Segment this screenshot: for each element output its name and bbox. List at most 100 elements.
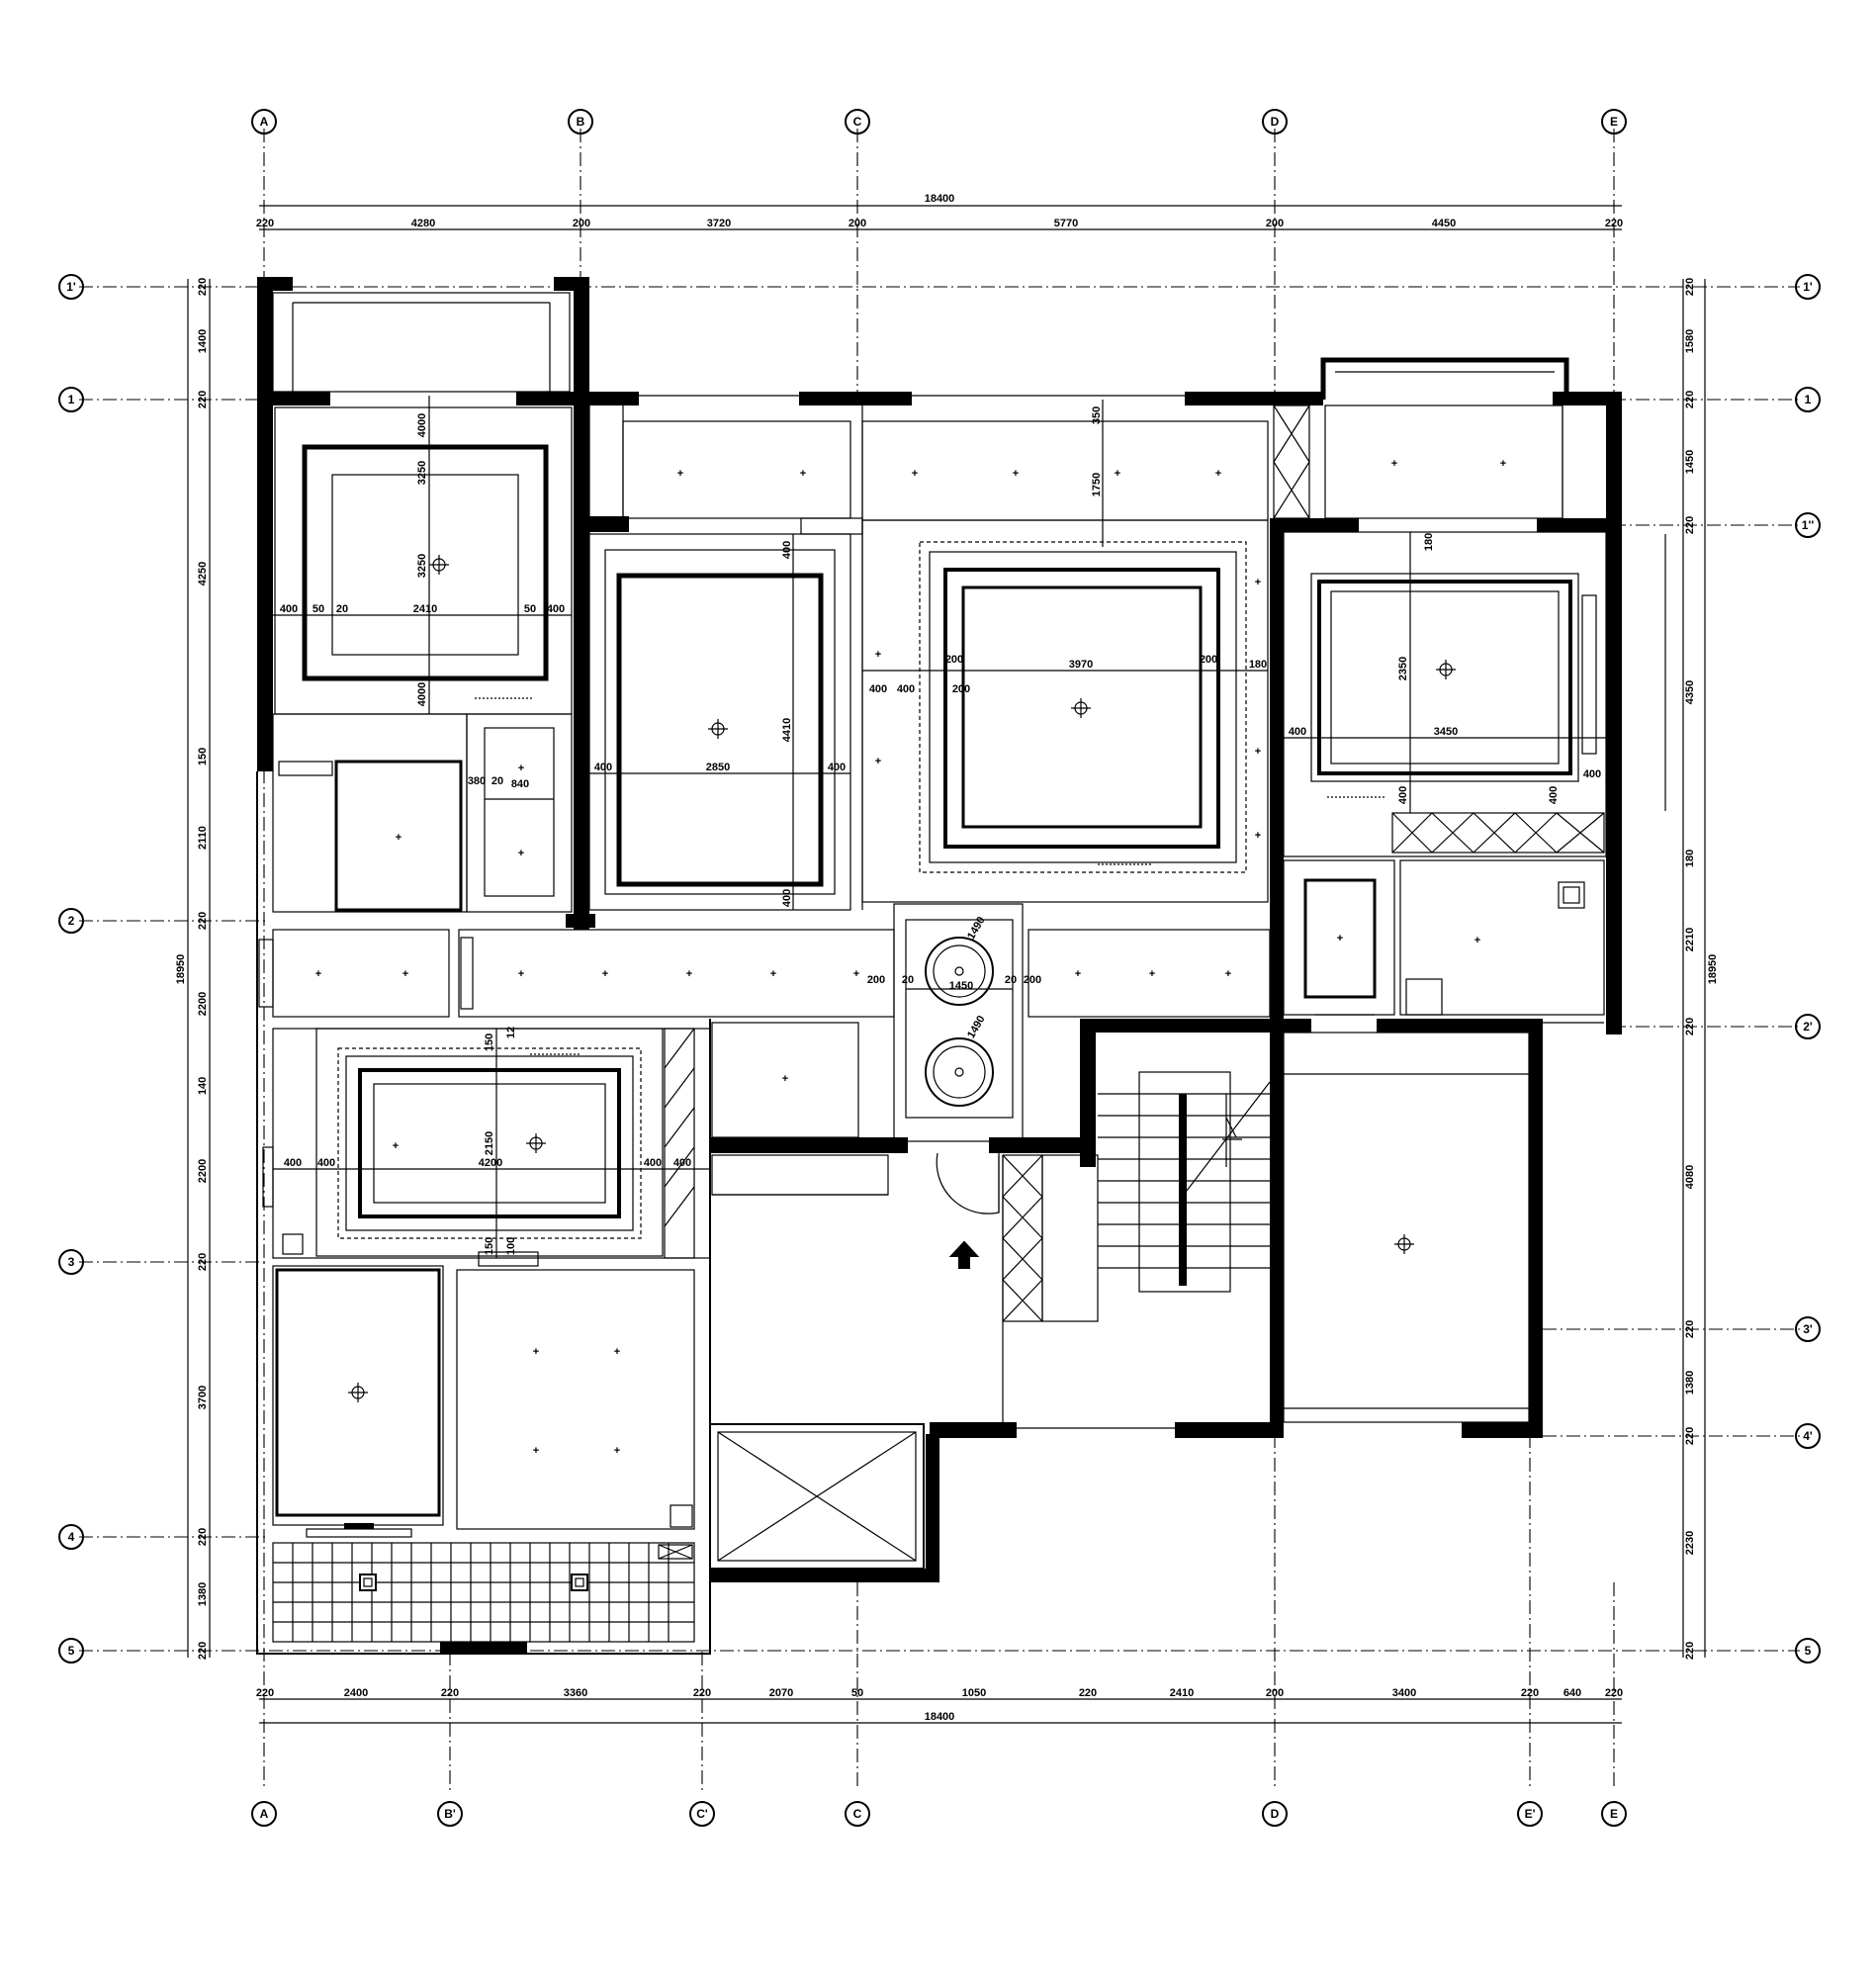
svg-text:+: + <box>1255 746 1261 758</box>
axis-label: 5 <box>68 1644 75 1658</box>
dimension: 3400 <box>1392 1687 1416 1699</box>
dimension: 50 <box>851 1687 863 1699</box>
svg-text:+: + <box>518 968 524 980</box>
dimension: 220 <box>256 218 274 229</box>
dimension: 840 <box>511 778 529 790</box>
svg-text:+: + <box>533 1346 539 1358</box>
dimension: 400 <box>1289 726 1306 738</box>
axis-label: 1'' <box>1802 518 1815 532</box>
dimension: 640 <box>1563 1687 1581 1699</box>
dimension: 400 <box>284 1157 302 1169</box>
dimension: 400 <box>594 762 612 773</box>
dimension: 150 <box>197 748 209 765</box>
svg-text:+: + <box>614 1445 620 1457</box>
dimension: 20 <box>1005 974 1017 986</box>
shoe-cabinet <box>1002 1154 1099 1322</box>
svg-text:+: + <box>1013 468 1019 480</box>
dimension: 2400 <box>344 1687 368 1699</box>
axis-label: C <box>853 115 862 129</box>
dimension: 2150 <box>484 1131 495 1155</box>
axis-label: B' <box>444 1807 456 1821</box>
dimension: 20 <box>902 974 914 986</box>
svg-text:+: + <box>614 1346 620 1358</box>
dimension: 220 <box>256 1687 274 1699</box>
svg-text:+: + <box>1255 830 1261 842</box>
axis-label: 2' <box>1803 1020 1813 1034</box>
dimension: 220 <box>1684 1427 1696 1445</box>
svg-text:+: + <box>1255 577 1261 588</box>
axis-label: 3 <box>68 1255 75 1269</box>
dimension: 220 <box>693 1687 711 1699</box>
room-1-ceiling: 4000 3250 400 50 20 2410 50 400 3250 400… <box>273 396 573 715</box>
dimension: 3970 <box>1069 659 1093 671</box>
elevator-shaft <box>709 1423 1175 1570</box>
top-right-balcony: + + <box>1273 405 1563 519</box>
dimension: 400 <box>781 541 793 559</box>
dimension: 3700 <box>197 1386 209 1409</box>
dimension: 2210 <box>1684 928 1696 951</box>
dimension: 220 <box>441 1687 459 1699</box>
entry-arrow-icon <box>948 1240 980 1269</box>
dimension: 1450 <box>1684 450 1696 474</box>
dimension: 220 <box>197 912 209 930</box>
svg-text:+: + <box>1149 968 1155 980</box>
axis-label: E' <box>1525 1807 1536 1821</box>
dimension: 200 <box>849 218 866 229</box>
svg-text:+: + <box>602 968 608 980</box>
room-5-ceiling: + 4200 400 400 400 400 2150 150 12 150 1… <box>262 1027 711 1259</box>
dimension: 180 <box>1249 659 1267 671</box>
dimension: 220 <box>1684 278 1696 296</box>
right-bathroom: + + <box>1283 859 1605 1016</box>
axis-label: 1 <box>68 393 75 406</box>
svg-text:+: + <box>686 968 692 980</box>
dimension: 400 <box>644 1157 662 1169</box>
dimension: 200 <box>1200 654 1217 666</box>
axis-label: C' <box>696 1807 708 1821</box>
axis-label: D <box>1271 115 1280 129</box>
dimension: 2410 <box>413 603 437 615</box>
dimension: 50 <box>313 603 324 615</box>
dimension: 220 <box>1605 218 1623 229</box>
axis-bubbles-top: A B C D E <box>251 109 1627 135</box>
dimension: 400 <box>547 603 565 615</box>
axis-label: D <box>1271 1807 1280 1821</box>
dimension: 150 <box>484 1237 495 1255</box>
svg-text:+: + <box>402 968 408 980</box>
dimension: 400 <box>317 1157 335 1169</box>
svg-text:+: + <box>396 832 402 844</box>
dimension: 400 <box>1548 786 1560 804</box>
dimension: 180 <box>1423 533 1435 551</box>
dimension: 1380 <box>1684 1371 1696 1394</box>
round-light-box: 1490 1490 <box>893 903 1024 1142</box>
dimension-total: 18950 <box>175 954 187 985</box>
axis-label: C <box>853 1807 862 1821</box>
dimension: 4080 <box>1684 1165 1696 1189</box>
svg-text:+: + <box>770 968 776 980</box>
axis-bubbles-left: 1' 1 2 3 4 5 <box>58 274 84 1664</box>
bottom-left-rooms: + + + + <box>272 1251 695 1560</box>
dimension: 200 <box>952 683 970 695</box>
dimension: 2200 <box>197 992 209 1016</box>
dimension: 220 <box>1684 516 1696 534</box>
dimension-chain-left: 18950 220 1400 220 4250 150 2110 220 220… <box>175 278 211 1660</box>
dimension: 2230 <box>1684 1531 1696 1555</box>
svg-text:+: + <box>1215 468 1221 480</box>
dimension: 5770 <box>1054 218 1078 229</box>
dimension: 400 <box>1397 786 1409 804</box>
dimension: 220 <box>197 391 209 408</box>
dimension: 2850 <box>706 762 730 773</box>
dimension: 4280 <box>411 218 435 229</box>
dimension: 1490 <box>965 915 988 942</box>
dimension: 220 <box>197 278 209 296</box>
dimension: 20 <box>491 775 503 787</box>
svg-text:+: + <box>1500 458 1506 470</box>
dimension-chain-bottom: 18400 220 2400 220 3360 220 2070 50 1050… <box>256 1687 1623 1724</box>
dimension: 220 <box>1605 1687 1623 1699</box>
entry-hall: + <box>711 1022 1004 1428</box>
svg-text:+: + <box>1391 458 1397 470</box>
dimension: 350 <box>1091 406 1103 424</box>
dimension: 2410 <box>1170 1687 1194 1699</box>
dimension: 3450 <box>1434 726 1458 738</box>
dimension: 220 <box>1079 1687 1097 1699</box>
dimension: 220 <box>1684 1642 1696 1660</box>
